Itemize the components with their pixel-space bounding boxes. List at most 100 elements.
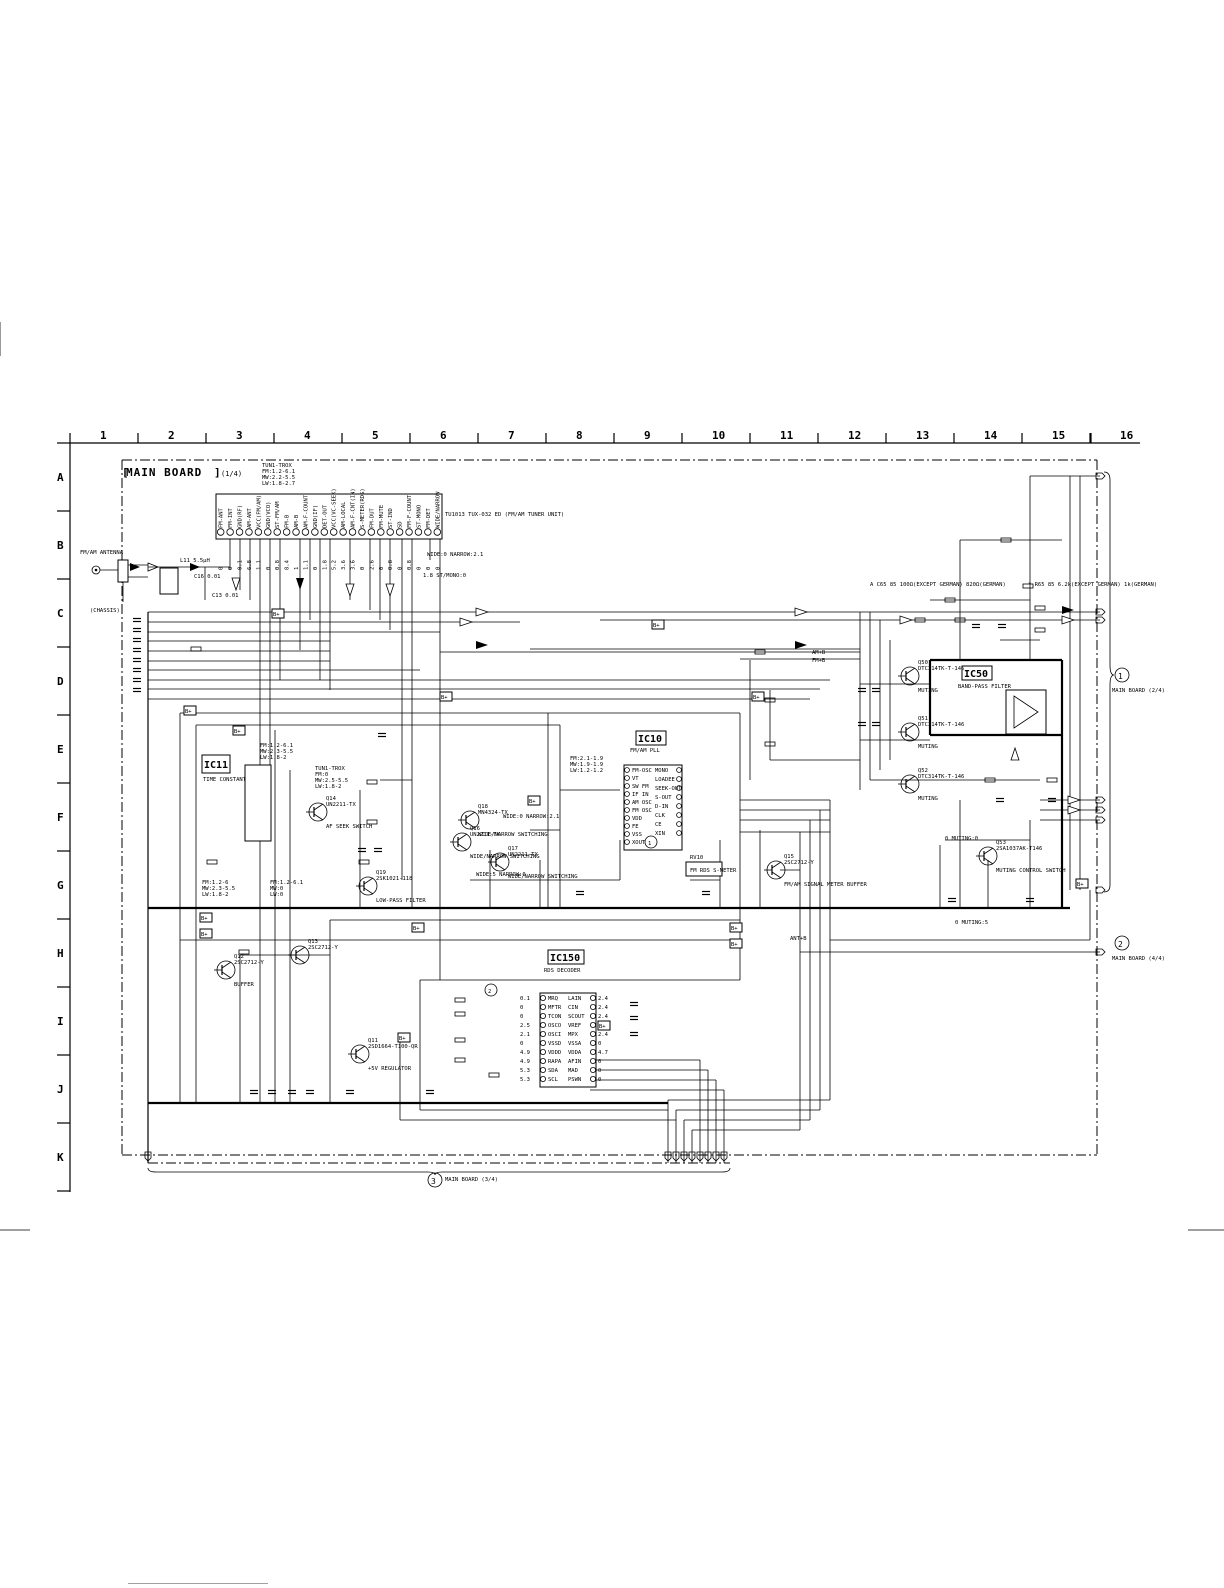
svg-text:1: 1	[1118, 672, 1123, 681]
svg-text:B+: B+	[234, 729, 241, 735]
tuner-pin	[282, 528, 291, 536]
transistor-ref: Q13	[308, 939, 318, 945]
svg-text:B+: B+	[399, 1036, 406, 1042]
ic10-pin-label: FM-OSC	[632, 768, 652, 774]
svg-text:B+: B+	[441, 695, 448, 701]
transistor-part: 2SD1664-T100-QR	[368, 1044, 418, 1050]
ic150-pin-voltage: 0	[598, 1041, 601, 1047]
svg-text:C13 0.01: C13 0.01	[212, 593, 239, 599]
tuner-pin-label: DET-OUT	[322, 504, 328, 528]
capacitor	[133, 617, 141, 623]
ic150-pin	[590, 1013, 597, 1020]
terminal	[688, 1151, 696, 1162]
tuner-pin-voltage: 0	[379, 567, 385, 570]
svg-text:B+: B+	[529, 799, 536, 805]
svg-text:B+: B+	[731, 942, 738, 948]
svg-text:FM:2.1-1.9: FM:2.1-1.9	[570, 756, 603, 762]
tuner-pin	[301, 528, 310, 536]
resistor	[206, 859, 218, 865]
b-plus-tag: B+	[729, 922, 743, 933]
svg-text:FM/AM PLL: FM/AM PLL	[630, 748, 660, 754]
ic150-pin-label: TCON	[548, 1014, 561, 1020]
tuner-pin-label: WIDE/NARROW	[435, 491, 441, 528]
capacitor	[133, 677, 141, 683]
tuner-pin-voltage: 1.1	[303, 560, 309, 570]
svg-text:0 MUTING:0: 0 MUTING:0	[945, 836, 978, 842]
transistor-part: DTC314TK-T-146	[918, 722, 964, 728]
tuner-pin-voltage: 5.2	[332, 560, 338, 570]
tuner-pin-label: VCC(VC-SEEK)	[332, 488, 338, 528]
svg-text:TUN1-TROX: TUN1-TROX	[315, 766, 345, 772]
tuner-pin	[245, 528, 253, 536]
svg-text:B+: B+	[653, 623, 660, 629]
ic150-pin	[590, 1004, 597, 1011]
tuner-pin	[264, 528, 272, 536]
tuner-pin-voltage: 0	[360, 567, 366, 570]
ic10-pin-label: VT	[632, 776, 639, 782]
ic150-block: IC150 RDS DECODER MRQ0.1MFTR0TCON0OSCO2.…	[484, 949, 609, 1088]
board-outline	[121, 459, 1098, 1164]
capacitor	[358, 847, 366, 853]
svg-text:2: 2	[488, 989, 491, 995]
ic10-pin-label: S-OUT	[655, 795, 672, 801]
transistor-desc: WIDE/NARROW SWITCHING	[478, 832, 548, 838]
column-label: 8	[576, 429, 583, 442]
board-title: MAIN BOARD	[126, 466, 202, 479]
resistor	[454, 1037, 466, 1043]
capacitor	[346, 1089, 354, 1095]
capacitor	[268, 1089, 276, 1095]
tuner-pin-label: SD	[398, 521, 404, 528]
ic150-pin	[540, 1040, 547, 1047]
ic10-pin-label: CE	[655, 822, 662, 828]
row-ticks	[57, 442, 70, 1192]
tuner-pin	[235, 528, 244, 536]
terminal	[680, 1151, 688, 1162]
transistor-part: DTC314TK-T-146	[918, 774, 964, 780]
column-label: 15	[1052, 429, 1065, 442]
row-label: K	[57, 1151, 64, 1164]
column-label: 6	[440, 429, 447, 442]
antenna-jack: FM/AM ANTENNA (CHASSIS)	[80, 550, 148, 614]
tuner-pin-voltage: 2.6	[369, 560, 375, 570]
resistor	[954, 617, 966, 623]
tuner-pin-label: FM-ANT	[219, 507, 225, 528]
terminal	[1095, 948, 1106, 956]
ic10-pin-label: IF IN	[632, 792, 649, 798]
capacitor	[133, 637, 141, 643]
tuner-pin	[226, 528, 234, 536]
ic10-pin-label: SW FM	[632, 784, 649, 790]
ic10-title: IC10	[638, 734, 662, 745]
tuner-pin	[320, 528, 328, 536]
ic10-pin-label: MONO	[655, 768, 668, 774]
terminal	[1095, 616, 1106, 624]
capacitor	[948, 897, 956, 903]
svg-text:B+: B+	[599, 1024, 606, 1030]
transistor-desc: MUTING	[918, 744, 938, 750]
row-label: B	[57, 539, 64, 552]
row-label: D	[57, 675, 64, 688]
tuner-pin-label: AM-B	[294, 514, 300, 528]
ic150-pin	[590, 1022, 597, 1029]
column-label: 7	[508, 429, 515, 442]
transistor-part: 2SC2712-Y	[784, 860, 814, 866]
capacitor	[998, 623, 1006, 629]
svg-text:FM+B: FM+B	[812, 658, 826, 664]
transistor-desc: LOW-PASS FILTER	[376, 898, 426, 904]
terminal	[672, 1151, 680, 1162]
b-plus-tag: B+	[651, 619, 665, 630]
tuner-pin-voltage: 0	[266, 567, 272, 570]
resistor	[984, 777, 996, 783]
transistor-ref: Q19	[376, 870, 386, 876]
transistor-part: UN2211-TX	[470, 832, 500, 838]
svg-text:TUN1-TROX: TUN1-TROX	[262, 463, 292, 469]
ic150-pin-voltage: 4.9	[520, 1059, 530, 1065]
b-plus-tag: B+	[1075, 878, 1089, 889]
tuner-label: TU1013 TUX-032 ED (FM/AM TUNER UNIT)	[445, 512, 564, 518]
ic150-pin	[590, 1058, 597, 1065]
svg-text:LW:1.8-2: LW:1.8-2	[260, 755, 287, 761]
